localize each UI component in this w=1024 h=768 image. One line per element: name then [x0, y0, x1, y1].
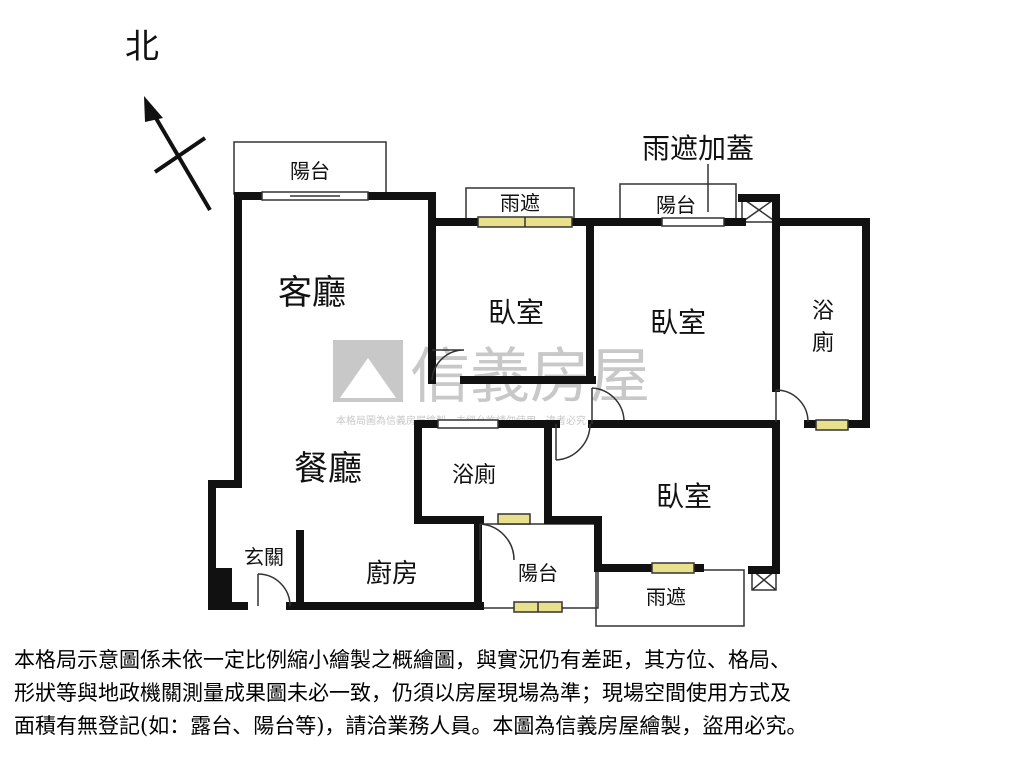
north-arrow-head	[144, 96, 163, 122]
label-bath-2-line1: 浴	[812, 299, 834, 324]
door-balcony	[479, 523, 515, 561]
label-bath-1: 浴廁	[452, 463, 496, 488]
room-labels: 陽台 雨遮 陽台 雨遮加蓋 客廳 餐廳 臥室 臥室 臥室 浴 廁 浴廁 玄關 廚…	[244, 132, 834, 609]
label-dining-room: 餐廳	[294, 449, 362, 489]
window-bath-right	[815, 419, 849, 431]
disclaimer: 本格局示意圖係未依一定比例縮小繪製之概繪圖，與實況仍有差距，其方位、格局、 形狀…	[14, 644, 1014, 743]
door-bedroom1	[431, 349, 465, 381]
label-awning-top: 雨遮	[500, 191, 540, 215]
label-entry: 玄關	[244, 545, 284, 569]
floor-plan: 北 信義房屋 本格局圖為信義房屋繪製，未經允許請勿使用，違者必究	[125, 27, 870, 627]
label-callout: 雨遮加蓋	[642, 132, 754, 165]
door-bedroom2	[591, 387, 625, 424]
entry-column	[208, 568, 232, 610]
door-entry	[257, 573, 291, 607]
disclaimer-line: 面積有無登記(如：露台、陽台等)，請洽業務人員。本圖為信義房屋繪製，盜用必究。	[14, 714, 808, 738]
window-bedroom-bottom	[651, 562, 695, 574]
disclaimer-line: 本格局示意圖係未依一定比例縮小繪製之概繪圖，與實況仍有差距，其方位、格局、	[14, 648, 791, 672]
door-bedroom3	[555, 423, 591, 461]
door-bath-right	[775, 389, 809, 423]
north-compass: 北	[125, 27, 212, 212]
label-living-room: 客廳	[278, 273, 346, 313]
label-bedroom-2: 臥室	[650, 306, 706, 339]
label-balcony-top-left: 陽台	[290, 159, 330, 183]
watermark-logo-roof	[340, 358, 396, 398]
label-kitchen: 廚房	[366, 559, 418, 589]
label-balcony-top-right: 陽台	[656, 193, 696, 217]
north-label: 北	[125, 27, 159, 67]
label-bedroom-3: 臥室	[656, 480, 712, 513]
label-balcony-bottom: 陽台	[518, 561, 558, 585]
label-awning-bottom: 雨遮	[646, 585, 686, 609]
north-arrow-shaft	[148, 106, 212, 212]
sliding-door-balcony-right	[661, 217, 725, 227]
label-bedroom-1: 臥室	[488, 296, 544, 329]
bath-door-slot	[437, 419, 499, 429]
label-bath-2-line2: 廁	[812, 331, 834, 356]
north-arrow-crossbar	[153, 136, 207, 174]
windows	[261, 191, 849, 613]
disclaimer-line: 形狀等與地政機關測量成果圖未必一致，仍須以房屋現場為準；現場空間使用方式及	[14, 681, 791, 705]
walls	[208, 192, 870, 610]
window-bath-left	[497, 513, 531, 525]
doors	[257, 349, 809, 607]
